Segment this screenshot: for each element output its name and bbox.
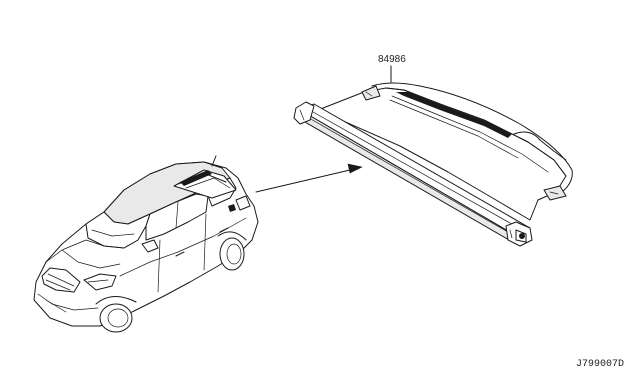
part-number-label: 84986 xyxy=(378,54,406,65)
pointer-arrow xyxy=(255,163,363,193)
reference-code: J799007D xyxy=(576,359,624,370)
vehicle-illustration xyxy=(33,155,259,333)
tonneau-cover-assembly xyxy=(293,82,573,247)
